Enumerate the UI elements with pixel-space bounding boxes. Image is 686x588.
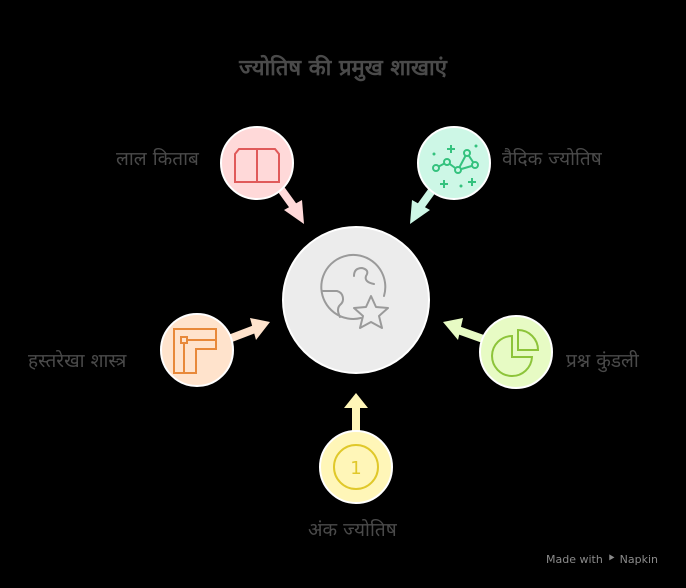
palm-layout-icon	[173, 328, 217, 374]
label-ank: अंक ज्योतिष	[308, 519, 397, 541]
branch-prashna	[443, 315, 553, 389]
label-vedic: वैदिक ज्योतिष	[502, 148, 602, 170]
label-prashna: प्रश्न कुंडली	[566, 350, 639, 372]
book-icon	[234, 148, 280, 183]
made-with-text: Made with	[546, 552, 603, 566]
number-one-icon	[333, 444, 379, 490]
label-lal-kitab: लाल किताब	[116, 148, 199, 170]
label-hastrekha: हस्तरेखा शास्त्र	[28, 350, 127, 372]
branch-vedic	[410, 126, 491, 224]
napkin-logo-icon: ⯈	[606, 552, 616, 565]
center-node	[282, 226, 430, 374]
svg-text:1: 1	[350, 458, 361, 479]
diagram-title: ज्योतिष की प्रमुख शाखाएं	[239, 56, 447, 81]
pie-chart-icon	[491, 328, 540, 377]
branch-ank: 1	[319, 393, 393, 504]
branch-lal-kitab	[220, 126, 304, 224]
branch-hastrekha	[160, 313, 270, 387]
footer-attribution: Made with ⯈ Napkin	[546, 552, 686, 566]
constellation-icon	[432, 145, 479, 188]
globe-star-icon	[320, 253, 389, 329]
brand-text: Napkin	[619, 552, 658, 566]
